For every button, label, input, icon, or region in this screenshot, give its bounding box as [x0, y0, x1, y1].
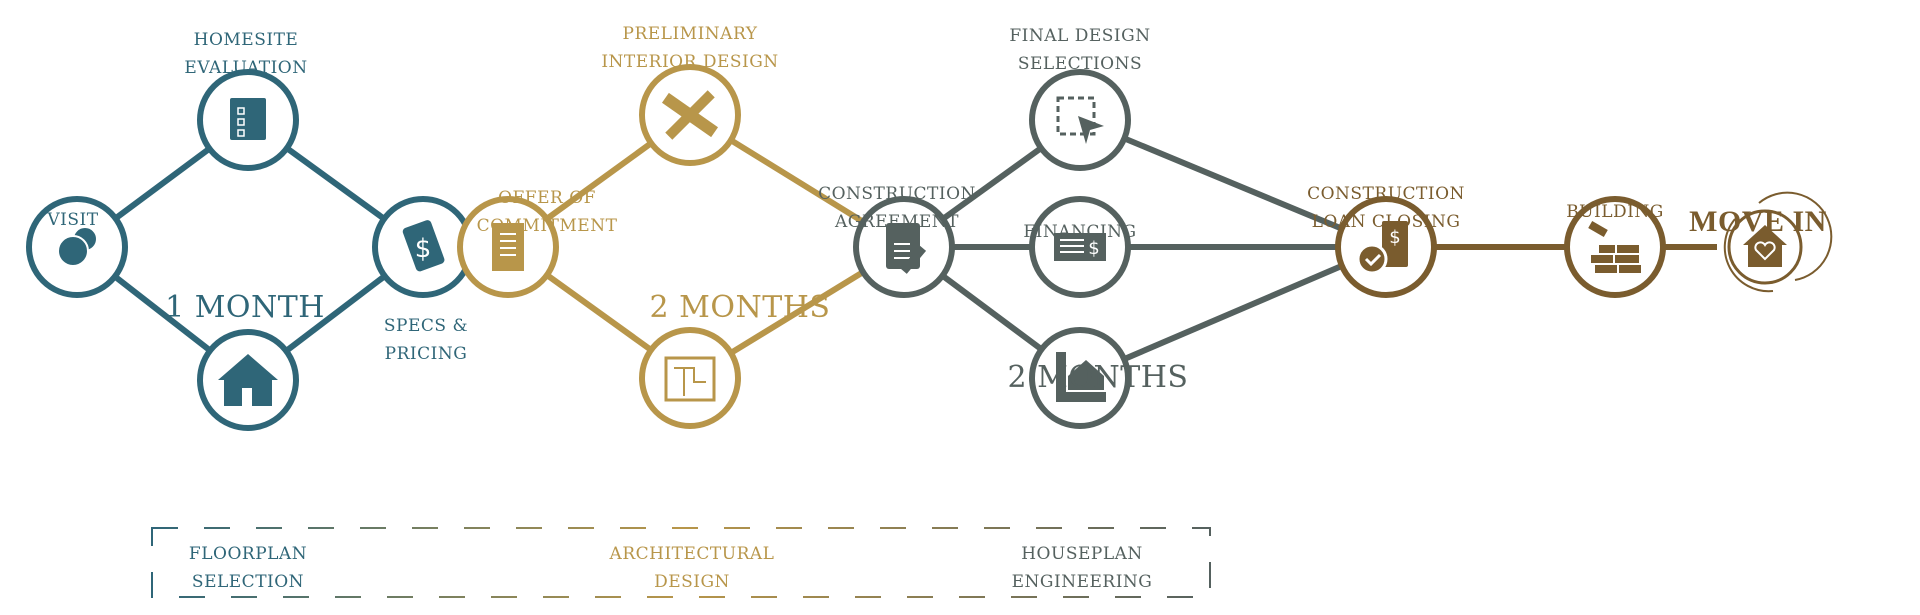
check-bill-icon: $ [1054, 233, 1106, 261]
house-ruler-icon [1056, 352, 1106, 402]
clipboard-checklist-icon [230, 98, 266, 140]
node-final-design [1029, 69, 1131, 171]
node-houseplan [1029, 327, 1131, 429]
label-architectural-design: ARCHITECTURAL DESIGN [609, 544, 775, 592]
house-icon [218, 354, 278, 406]
brick-wall-icon [1588, 221, 1641, 273]
pencil-ruler-icon [661, 90, 719, 140]
node-architectural [639, 327, 741, 429]
label-move-in: MOVE IN [1689, 205, 1827, 238]
label-specs-pricing: SPECS & PRICING [383, 316, 469, 364]
node-construction-agreement [853, 196, 955, 298]
node-homesite [197, 69, 299, 171]
label-offer-of-commitment: OFFER OF COMMITMENT [476, 188, 618, 236]
node-move-in [1723, 191, 1833, 293]
blueprint-icon [664, 356, 716, 402]
label-financing: FINANCING [1023, 222, 1137, 242]
price-tag-icon: $ [402, 220, 445, 272]
node-financing: $ [1029, 196, 1131, 298]
label-preliminary-interior-design: PRELIMINARY INTERIOR DESIGN [601, 24, 779, 72]
connector-houseplan-loan_closing [1078, 244, 1388, 381]
connector-final_design-loan_closing [1078, 117, 1388, 250]
label-construction-agreement: CONSTRUCTION AGREEMENT [818, 184, 976, 232]
duration-phase-3: 2 MONTHS [1007, 360, 1189, 395]
svg-text:$: $ [1088, 238, 1099, 259]
label-floorplan-selection: FLOORPLAN SELECTION [188, 544, 308, 592]
node-preliminary [639, 64, 741, 166]
label-building: BUILDING [1566, 202, 1664, 222]
duration-phase-2: 2 MONTHS [649, 290, 831, 325]
svg-text:$: $ [415, 234, 432, 264]
document-icon [492, 223, 524, 271]
node-visit [26, 196, 128, 298]
loan-approved-icon: $ [1356, 221, 1408, 275]
node-building [1564, 196, 1666, 298]
contract-signature-icon [886, 223, 927, 274]
label-homesite-evaluation: HOMESITE EVALUATION [184, 30, 308, 78]
label-final-design-selections: FINAL DESIGN SELECTIONS [1009, 26, 1151, 74]
selection-cursor-icon [1056, 96, 1104, 144]
chat-bubbles-icon [57, 226, 98, 267]
node-floorplan [197, 329, 299, 431]
svg-text:$: $ [1389, 227, 1400, 248]
label-visit: VISIT [47, 210, 99, 230]
label-houseplan-engineering: HOUSEPLAN ENGINEERING [1011, 544, 1153, 592]
label-construction-loan-closing: CONSTRUCTION LOAN CLOSING [1307, 184, 1465, 232]
house-heart-icon [1743, 225, 1787, 267]
dashed-grouping-box [151, 527, 1211, 598]
duration-phase-1: 1 MONTH [165, 290, 325, 325]
node-offer [457, 196, 559, 298]
node-specs: $ [372, 196, 474, 298]
node-loan-closing: $ [1335, 196, 1437, 298]
